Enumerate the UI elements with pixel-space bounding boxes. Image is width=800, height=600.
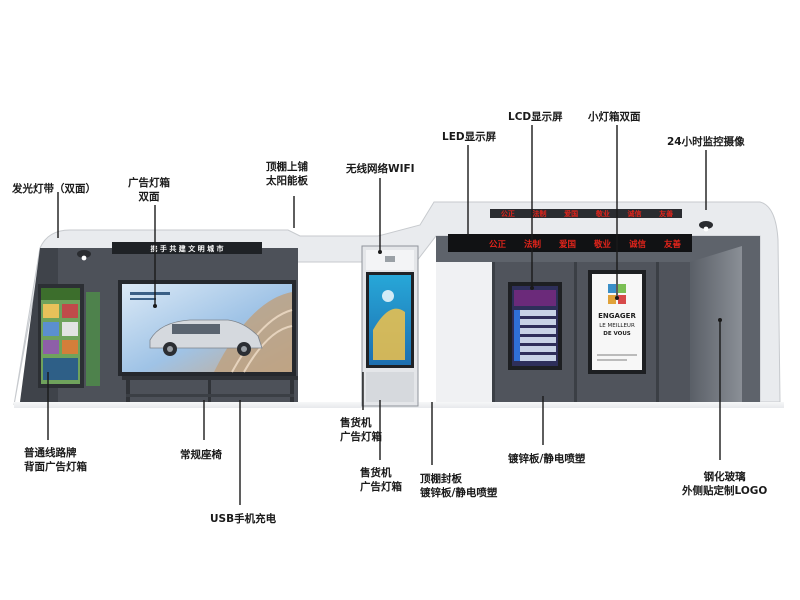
led-screen	[448, 234, 692, 252]
poster-line3: DE VOUS	[603, 331, 631, 337]
label-vending-b: 售货机 广告灯箱	[360, 467, 402, 493]
poster-line2: LE MEILLEUR	[599, 323, 635, 329]
title-strip	[112, 242, 262, 254]
led-top-text: 公正	[501, 210, 515, 218]
title-strip-text: 携 手 共 建 文 明 城 市	[150, 244, 223, 253]
camera-left-icon	[77, 250, 91, 261]
column-3	[656, 262, 659, 402]
callout-dots	[153, 250, 722, 322]
label-bench: 常规座椅	[180, 449, 222, 461]
ad-light-box	[118, 280, 296, 376]
label-vending-a: 售货机 广告灯箱	[340, 417, 382, 443]
left-small-pillar	[436, 262, 494, 402]
camera-right-icon	[699, 221, 713, 232]
label-light-strip: 发光灯带（双面）	[12, 183, 96, 195]
label-glass: 钢化玻璃 外侧贴定制LOGO	[682, 471, 768, 497]
column-2	[574, 262, 577, 402]
led-top-text: 法制	[533, 209, 547, 218]
label-lcd: LCD显示屏	[508, 111, 563, 123]
led-top-text: 诚信	[628, 209, 642, 218]
led-screen-text: 敬业	[593, 239, 612, 250]
led-screen-text: 公正	[489, 240, 507, 250]
led-top-text: 爱国	[564, 209, 578, 218]
led-screen-text: 法制	[524, 239, 542, 250]
label-camera: 24小时监控摄像	[667, 136, 745, 148]
bench	[122, 376, 298, 404]
led-top-row	[490, 209, 682, 218]
column-1	[492, 262, 495, 402]
led-screen-text: 爱国	[559, 239, 576, 250]
led-screen-text: 诚信	[629, 239, 647, 250]
poster-heading: ENGAGER	[598, 312, 636, 320]
label-wifi: 无线网络WIFI	[346, 163, 415, 175]
label-ad-box: 广告灯箱 双面	[128, 177, 170, 203]
label-roof-seal: 顶棚封板 镀锌板/静电喷塑	[420, 473, 498, 499]
route-board	[38, 284, 100, 388]
led-top-text: 敬业	[595, 209, 610, 218]
label-solar: 顶棚上铺 太阳能板	[266, 161, 308, 187]
label-usb: USB手机充电	[210, 513, 277, 525]
label-small-box: 小灯箱双面	[588, 111, 641, 123]
tempered-glass-side	[690, 246, 742, 402]
callout-lines	[47, 125, 721, 505]
lcd-display	[508, 282, 562, 370]
led-screen-text: 友善	[663, 239, 682, 250]
label-zinc: 镀锌板/静电喷塑	[508, 453, 586, 465]
led-top-text: 友善	[658, 209, 673, 218]
label-led: LED显示屏	[442, 131, 497, 143]
wifi-icon	[385, 256, 395, 262]
label-route-board: 普通线路牌 背面广告灯箱	[24, 447, 87, 473]
vending-kiosk	[361, 245, 419, 407]
